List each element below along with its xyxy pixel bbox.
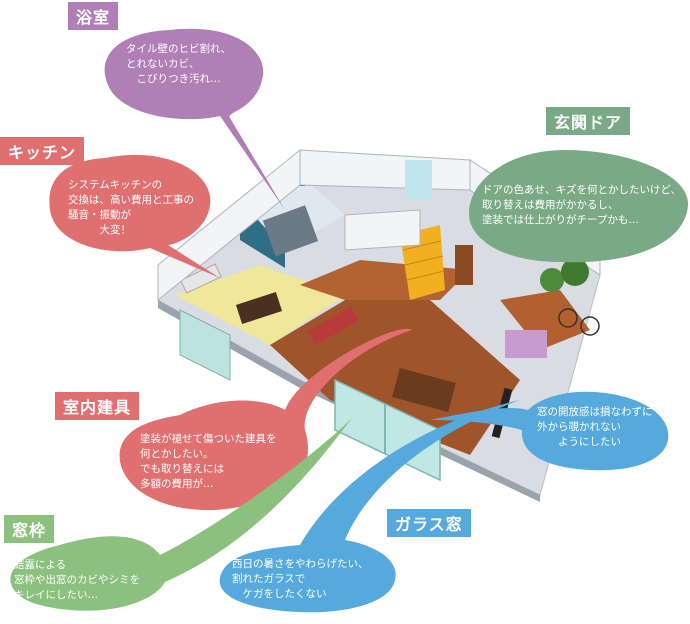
privacy-bubble (430, 391, 669, 471)
bath-bubble (104, 28, 285, 210)
entrance-label: 玄関ドア (546, 107, 631, 135)
privacy-text: 窓の開放感は損なわずに 外から覗かれない ようにしたい (537, 406, 653, 448)
entrance-bubble (469, 150, 689, 263)
window-bubble (10, 418, 352, 611)
bathtub (262, 205, 319, 257)
kitchen-bubble (49, 154, 220, 278)
coffee-table (392, 368, 456, 412)
side-window (405, 160, 432, 200)
bicycle-wheel-2 (580, 316, 600, 336)
glass-bubble (219, 400, 520, 613)
window-text: 結露による 窓枠や出窓のカビやシミを キレイにしたい… (14, 559, 140, 601)
glass-label: ガラス窓 (387, 509, 471, 537)
plant-2 (561, 258, 589, 286)
toilet-room (505, 330, 547, 358)
kitchen-label: キッチン (0, 137, 85, 165)
bath-text: タイル壁のヒビ割れ、 とれないカビ、 こびりつき汚れ… (126, 43, 232, 85)
house-base-side (158, 300, 540, 502)
bath-label: 浴室 (68, 2, 119, 30)
interior-wall (344, 209, 421, 251)
fittings-label: 室内建具 (55, 392, 140, 420)
dining-table (235, 292, 283, 324)
plant-1 (540, 268, 564, 292)
fittings-text: 塗装が褪せて傷ついた建具を 何とかしたい。 でも取り替えには 多額の費用が… (140, 433, 277, 490)
fittings-bubble (119, 328, 412, 511)
entrance-floor (500, 290, 590, 350)
entrance-text: ドアの色あせ、キズを何とかしたいけど、 取り替えは費用がかかるし、 塗装では仕上… (482, 184, 681, 226)
kitchen-text: システムキッチンの 交換は、高い費用と工事の 騒音・振動が 大変！ (68, 179, 194, 236)
bicycle-wheel-1 (558, 308, 578, 328)
sofa (307, 306, 359, 346)
window-frame (179, 309, 231, 381)
back-wall-right (299, 149, 471, 191)
window-label: 窓枠 (4, 515, 55, 543)
kitchen-counter (180, 263, 222, 294)
entrance-door (455, 245, 473, 285)
glass-text: 西日の暑さをやわらげたい、 割れたガラスで ケガをしたくない (232, 558, 369, 600)
